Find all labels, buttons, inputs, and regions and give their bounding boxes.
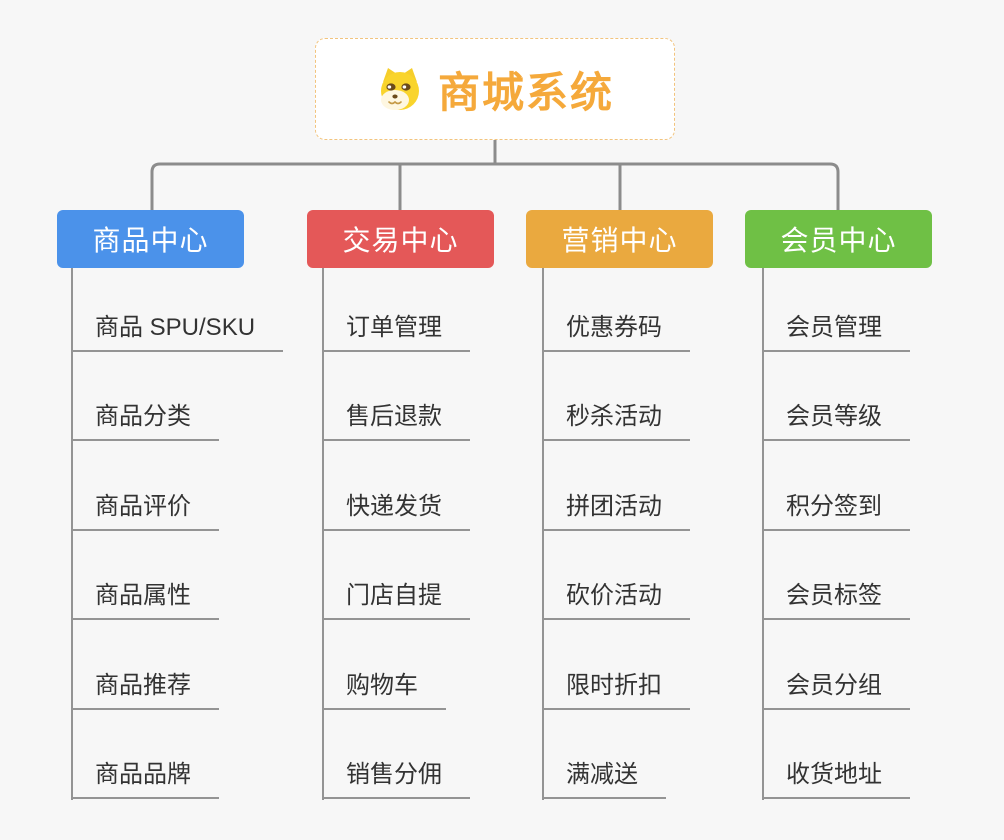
branch-spine-line: [762, 268, 764, 800]
connector-lines: [150, 140, 840, 210]
leaf-node[interactable]: 购物车: [323, 672, 446, 710]
branch-spine-line: [71, 268, 73, 800]
leaf-node[interactable]: 会员等级: [763, 403, 910, 441]
leaf-node[interactable]: 满减送: [543, 761, 666, 799]
leaf-node[interactable]: 会员分组: [763, 672, 910, 710]
branch-node-product[interactable]: 商品中心: [57, 210, 244, 268]
branch-spine-line: [542, 268, 544, 800]
leaf-node[interactable]: 商品品牌: [72, 761, 219, 799]
leaf-node[interactable]: 砍价活动: [543, 582, 690, 620]
leaf-node[interactable]: 商品属性: [72, 582, 219, 620]
leaf-node[interactable]: 拼团活动: [543, 493, 690, 531]
dog-face-icon: [376, 65, 424, 113]
branch-label: 交易中心: [342, 225, 459, 256]
leaf-node[interactable]: 积分签到: [763, 493, 910, 531]
branch-label: 营销中心: [561, 225, 678, 256]
branch-spine-line: [322, 268, 324, 800]
leaf-node[interactable]: 商品推荐: [72, 672, 219, 710]
leaf-node[interactable]: 销售分佣: [323, 761, 470, 799]
branch-node-trade[interactable]: 交易中心: [307, 210, 494, 268]
branch-label: 商品中心: [92, 225, 209, 256]
leaf-node[interactable]: 会员标签: [763, 582, 910, 620]
leaf-node[interactable]: 商品分类: [72, 403, 219, 441]
leaf-node[interactable]: 门店自提: [323, 582, 470, 620]
leaf-node[interactable]: 售后退款: [323, 403, 470, 441]
root-node[interactable]: 商城系统: [315, 38, 675, 140]
leaf-node[interactable]: 商品评价: [72, 493, 219, 531]
leaf-node[interactable]: 订单管理: [323, 314, 470, 352]
branch-node-member[interactable]: 会员中心: [745, 210, 932, 268]
leaf-node[interactable]: 优惠券码: [543, 314, 690, 352]
leaf-node[interactable]: 秒杀活动: [543, 403, 690, 441]
branch-node-marketing[interactable]: 营销中心: [526, 210, 713, 268]
leaf-node[interactable]: 会员管理: [763, 314, 910, 352]
branch-label: 会员中心: [780, 225, 897, 256]
leaf-node[interactable]: 商品 SPU/SKU: [72, 314, 284, 352]
root-title: 商城系统: [437, 68, 614, 116]
leaf-node[interactable]: 限时折扣: [543, 672, 690, 710]
leaf-node[interactable]: 收货地址: [763, 761, 910, 799]
leaf-node[interactable]: 快递发货: [323, 493, 470, 531]
